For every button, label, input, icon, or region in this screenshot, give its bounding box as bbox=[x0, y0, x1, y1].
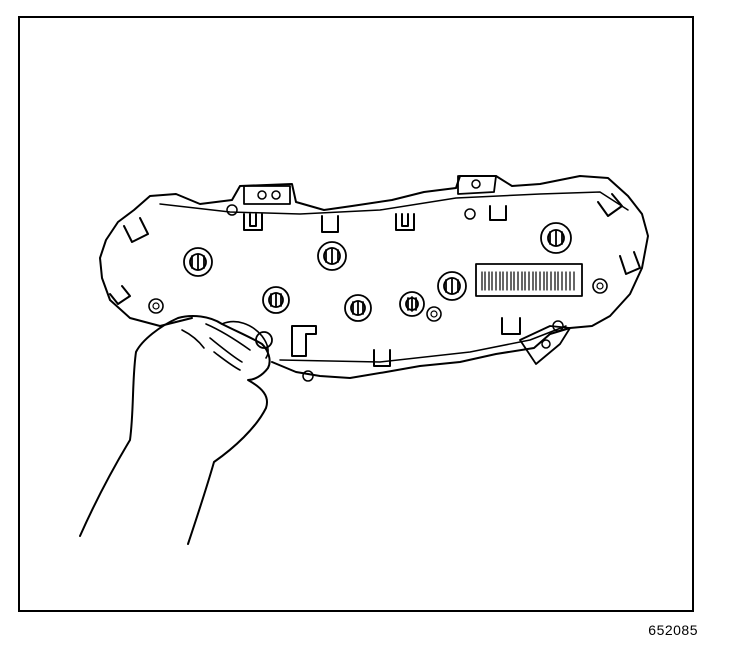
screw-hole bbox=[152, 302, 160, 310]
retaining-clip bbox=[243, 213, 263, 231]
bulb-socket bbox=[540, 222, 572, 254]
mounting-tab-top-right bbox=[457, 175, 497, 195]
retaining-clip bbox=[321, 215, 339, 233]
screw-hole bbox=[426, 306, 442, 322]
retaining-clip bbox=[109, 285, 131, 305]
socket-being-turned bbox=[255, 331, 273, 349]
retaining-clip bbox=[395, 213, 415, 231]
screw-hole bbox=[148, 298, 164, 314]
tab-hole bbox=[471, 179, 481, 189]
mounting-tab-lower-right bbox=[519, 325, 571, 365]
housing-flange bbox=[159, 191, 629, 363]
retaining-clip bbox=[123, 217, 149, 243]
tab-hole bbox=[271, 190, 281, 200]
retaining-clip bbox=[597, 193, 623, 217]
screw-hole bbox=[430, 310, 438, 318]
hand-fingers bbox=[181, 323, 251, 371]
barcode-bars bbox=[481, 271, 575, 291]
retaining-clip bbox=[373, 349, 391, 367]
figure-number: 652085 bbox=[648, 622, 698, 638]
hand-thumb bbox=[221, 320, 269, 359]
bulb-socket bbox=[317, 241, 347, 271]
bulb-socket bbox=[437, 271, 467, 301]
cluster-housing-outline bbox=[99, 175, 649, 379]
screw-hole bbox=[464, 208, 476, 220]
retaining-clip bbox=[619, 251, 641, 275]
bulb-socket bbox=[262, 286, 290, 314]
bulb-socket bbox=[344, 294, 372, 322]
retaining-clip bbox=[501, 317, 521, 335]
bulb-socket bbox=[399, 291, 425, 317]
screw-hole bbox=[552, 320, 564, 332]
barcode-label bbox=[475, 263, 583, 297]
retaining-clip bbox=[291, 325, 317, 357]
screw-hole bbox=[592, 278, 608, 294]
screw-hole bbox=[226, 204, 238, 216]
tab-hole bbox=[257, 190, 267, 200]
bulb-socket bbox=[183, 247, 213, 277]
hand-outline bbox=[79, 315, 271, 545]
screw-hole bbox=[596, 282, 604, 290]
tab-hole bbox=[541, 339, 551, 349]
mounting-tab-top-left bbox=[243, 185, 291, 205]
screw-hole bbox=[302, 370, 314, 382]
retaining-clip bbox=[489, 205, 507, 221]
